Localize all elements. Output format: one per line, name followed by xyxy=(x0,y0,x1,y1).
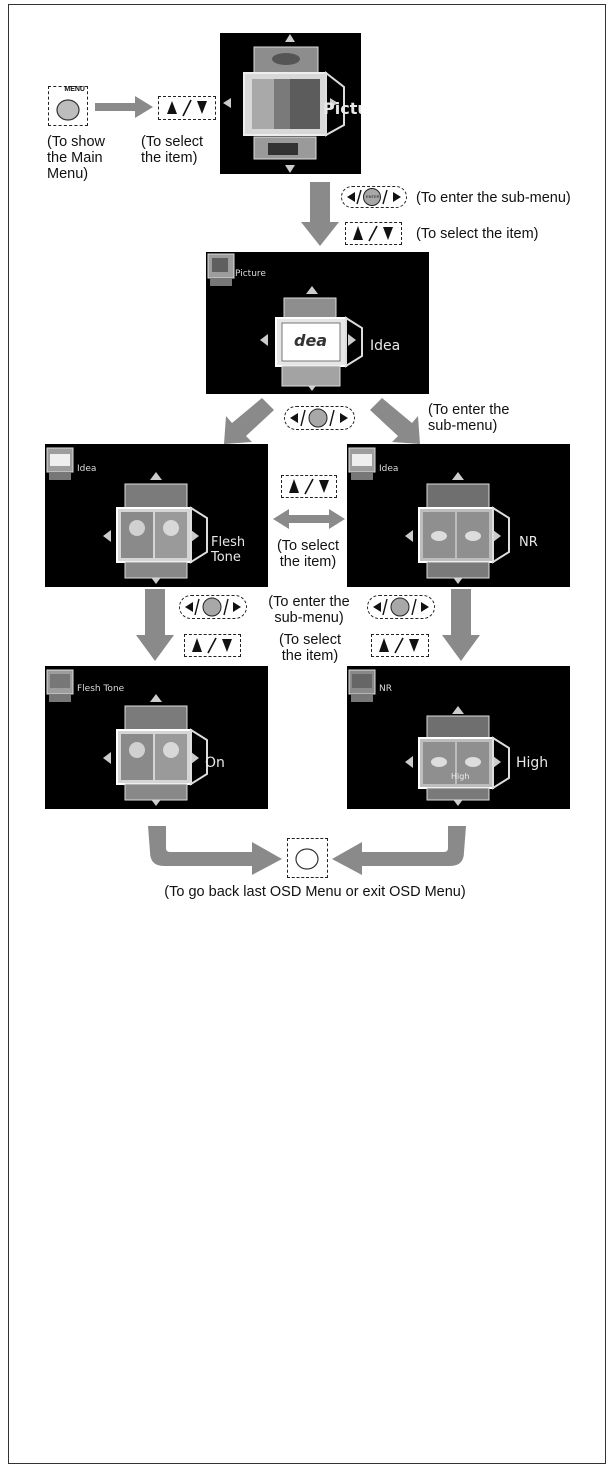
round-button-icon xyxy=(56,99,80,121)
up-down-key-5[interactable] xyxy=(371,634,429,657)
caption-go-back: (To go back last OSD Menu or exit OSD Me… xyxy=(164,884,466,900)
main-menu-item-label: Picture xyxy=(323,99,361,118)
flow-arrow-return-right xyxy=(332,826,466,875)
up-down-key-2[interactable] xyxy=(345,222,402,245)
left-enter-right-key-2[interactable] xyxy=(284,406,355,430)
left-enter-right-icon xyxy=(290,408,348,428)
caption-select-item-3: (To select the item) xyxy=(278,632,342,664)
idea-crumb-label: Picture xyxy=(235,269,266,279)
osd-screen-main: Picture xyxy=(220,33,361,174)
osd-screen-flesh-on: Flesh Tone On xyxy=(45,666,268,809)
caption-enter-submenu-1: (To enter the sub-menu) xyxy=(416,190,571,206)
up-down-arrows-icon xyxy=(379,637,419,654)
menu-key[interactable]: MENU xyxy=(48,86,88,126)
flow-arrow-down-right-col xyxy=(442,589,480,661)
flesh-on-item-label: On xyxy=(205,755,225,771)
flow-arrow-right xyxy=(95,96,153,118)
caption-enter-submenu-3: (To enter the sub-menu) xyxy=(268,594,350,626)
osd-screen-nr-high: NR High High xyxy=(347,666,570,809)
nr-item-label: NR xyxy=(519,535,538,550)
idea-item-label: Idea xyxy=(370,338,401,354)
left-enter-right-key-4[interactable] xyxy=(367,595,435,619)
left-enter-right-icon xyxy=(347,188,401,206)
up-down-key-4[interactable] xyxy=(184,634,241,657)
flow-arrow-down-right xyxy=(370,398,420,444)
osd-screen-flesh-tone: Idea Flesh Tone xyxy=(45,444,268,587)
up-down-arrows-icon xyxy=(353,225,393,242)
osd-screen-nr: Idea NR xyxy=(347,444,570,587)
idea-cube-icon xyxy=(207,253,363,391)
flesh-tone-crumb-label: Idea xyxy=(77,464,97,474)
flesh-tone-cube-icon xyxy=(46,447,208,584)
page-frame xyxy=(8,4,606,1464)
flesh-tone-item-label: Flesh Tone xyxy=(211,535,246,565)
left-enter-right-icon xyxy=(185,597,241,617)
up-down-arrows-icon xyxy=(167,99,207,117)
caption-select-item-top: (To select the item) xyxy=(141,134,204,166)
left-enter-right-key-1[interactable]: ENTER xyxy=(341,186,407,208)
up-down-key-3[interactable] xyxy=(281,475,337,498)
flow-arrow-down-left xyxy=(224,398,274,444)
up-down-arrows-icon xyxy=(289,478,329,495)
caption-enter-submenu-2: (To enter the sub-menu) xyxy=(428,402,510,434)
flesh-on-cube-icon xyxy=(46,669,208,806)
osd-screen-idea: Picture dea Idea xyxy=(206,252,429,394)
nr-high-tile-text: High xyxy=(451,772,470,781)
flesh-on-crumb-label: Flesh Tone xyxy=(77,684,125,694)
nr-crumb-label: Idea xyxy=(379,464,399,474)
caption-select-item-mid: (To select the item) xyxy=(276,538,340,570)
left-enter-right-icon xyxy=(373,597,429,617)
menu-key-bottom[interactable] xyxy=(287,838,328,878)
menu-cube-icon xyxy=(223,34,345,173)
nr-high-cube-icon xyxy=(348,669,510,806)
nr-high-item-label: High xyxy=(516,755,549,771)
enter-key-label: ENTER xyxy=(366,194,380,199)
menu-key-label: MENU xyxy=(64,86,85,93)
flow-arrow-down-1 xyxy=(301,182,339,246)
flow-arrow-down-left-col xyxy=(136,589,174,661)
idea-logo: dea xyxy=(294,331,328,350)
caption-select-item-1: (To select the item) xyxy=(416,226,539,242)
flow-arrow-bidirectional xyxy=(273,509,345,529)
flow-arrow-return-left xyxy=(148,826,282,875)
up-down-arrows-icon xyxy=(192,637,232,654)
nr-cube-icon xyxy=(348,447,510,584)
nr-high-crumb-label: NR xyxy=(379,684,392,694)
caption-show-main-menu: (To show the Main Menu) xyxy=(47,134,106,182)
round-button-icon xyxy=(295,848,319,870)
left-enter-right-key-3[interactable] xyxy=(179,595,247,619)
up-down-key[interactable] xyxy=(158,96,216,120)
